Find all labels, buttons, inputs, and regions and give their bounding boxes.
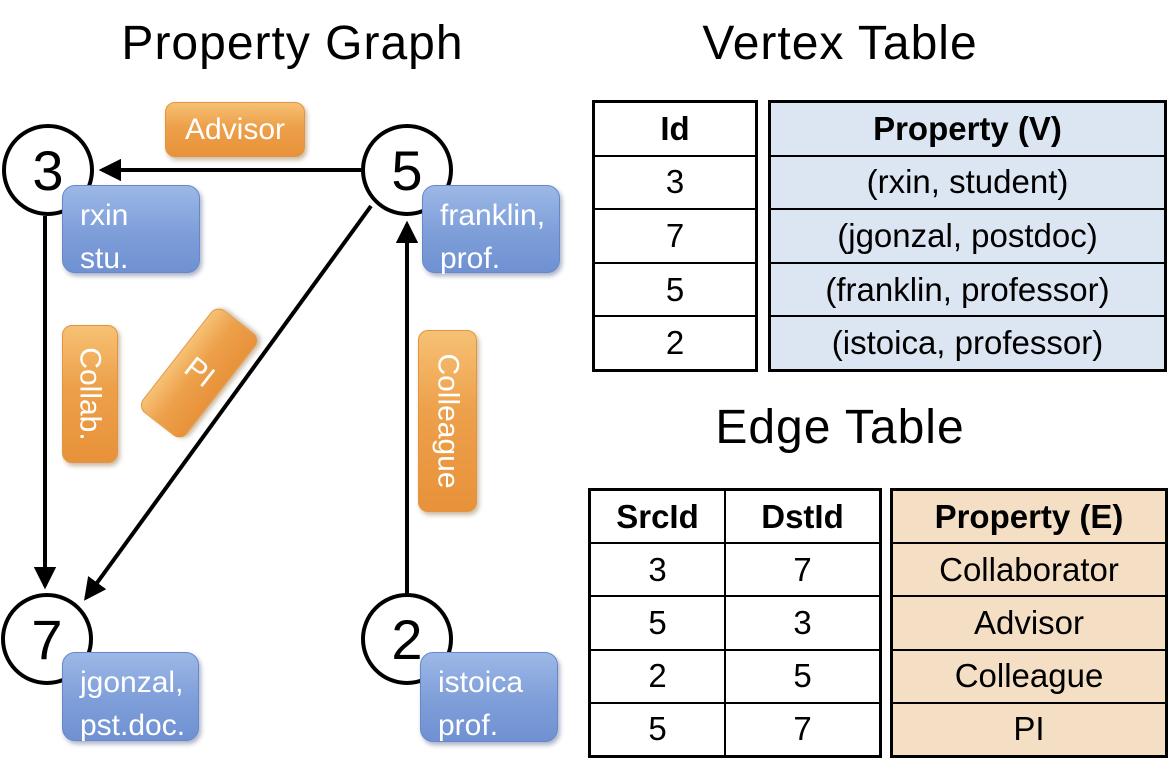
edge-label-text: Advisor — [184, 112, 286, 146]
vertex-table-property-cell: (franklin, professor) — [771, 261, 1164, 316]
edge-table-title: Edge Table — [715, 401, 965, 454]
edge-table-header-row: SrcId DstId — [591, 491, 879, 543]
edge-table-property-cell: Advisor — [893, 595, 1165, 648]
property-line-2: stu. — [80, 241, 129, 275]
property-line-1: istoica — [438, 666, 524, 699]
edge-table-dst-cell: 3 — [724, 597, 879, 649]
edge-table-property-cell: PI — [893, 701, 1165, 755]
edge-table-src-cell: 3 — [648, 550, 667, 588]
node-id-label: 7 — [31, 607, 63, 671]
edge-table-id-columns: SrcId DstId 3 7 5 3 2 5 5 7 — [588, 488, 882, 758]
vertex-table-property-cell: (istoica, professor) — [771, 315, 1164, 369]
vertex-table-title: Vertex Table — [702, 17, 978, 70]
edge-table-row: 2 5 — [591, 648, 879, 702]
vertex-property-box-franklin: franklin, prof. — [422, 185, 560, 275]
graph-node-2: 2 — [361, 593, 453, 685]
node-id-label: 5 — [391, 138, 423, 202]
vertex-table-id-cell: 5 — [595, 261, 755, 316]
node-id-label: 3 — [32, 138, 64, 202]
property-line-2: prof. — [440, 241, 501, 275]
vertex-table-id-column: Id 3 7 5 2 — [592, 100, 758, 372]
vertex-property-box-istoica: istoica prof. — [420, 652, 558, 742]
property-line-2: prof. — [438, 708, 499, 742]
edge-table-property-cell: Colleague — [893, 648, 1165, 702]
vertex-table-id-cell: 7 — [595, 208, 755, 262]
edge-table-row: 3 7 — [591, 542, 879, 596]
edge-table-dst-cell: 7 — [724, 703, 879, 756]
edge-table-src-cell: 5 — [648, 604, 667, 641]
vertex-table-id-cell: 3 — [595, 154, 755, 209]
edge-table-row: 5 3 — [591, 595, 879, 649]
property-line-1: franklin, — [440, 199, 546, 232]
edge-table-dst-cell: 7 — [724, 544, 879, 596]
edge-table-property-column: Property (E) Collaborator Advisor Collea… — [890, 488, 1168, 758]
edge-label-advisor: Advisor — [165, 102, 305, 157]
edge-table-src-cell: 2 — [648, 657, 667, 695]
property-line-1: rxin — [80, 199, 129, 232]
edge-arrow-pi-5-to-7 — [84, 204, 373, 601]
vertex-table-property-column: Property (V) (rxin, student) (jgonzal, p… — [768, 100, 1167, 372]
graph-node-5: 5 — [361, 124, 453, 216]
edge-label-text: PI — [177, 350, 221, 395]
edge-label-text: Collab. — [74, 347, 108, 441]
property-graph-title: Property Graph — [121, 17, 464, 70]
edge-label-text: Colleague — [431, 353, 465, 489]
edge-table-row: 5 7 — [591, 701, 879, 756]
vertex-property-box-rxin: rxin stu. — [62, 185, 200, 275]
vertex-table-header-property: Property (V) — [873, 109, 1062, 147]
edge-table-property-cell: Collaborator — [893, 542, 1165, 595]
vertex-table-property-cell: (jgonzal, postdoc) — [771, 208, 1164, 262]
property-line-1: jgonzal, — [80, 666, 184, 699]
vertex-property-box-jgonzal: jgonzal, pst.doc. — [62, 652, 199, 742]
property-line-2: pst.doc. — [80, 708, 186, 742]
vertex-table-property-cell: (rxin, student) — [771, 154, 1164, 209]
vertex-table-id-cell: 2 — [595, 315, 755, 369]
edge-table-header-dstid: DstId — [724, 491, 879, 543]
graph-edges-layer — [33, 158, 419, 601]
edge-table-src-cell: 5 — [648, 710, 667, 748]
node-id-label: 2 — [391, 607, 423, 671]
edge-table-header-property: Property (E) — [934, 497, 1124, 535]
edge-label-colleague: Colleague — [418, 330, 477, 512]
edge-label-collab: Collab. — [62, 325, 118, 463]
edge-table-dst-cell: 5 — [724, 650, 879, 702]
edge-table-header-srcid: SrcId — [616, 497, 699, 535]
vertex-table-header-id: Id — [660, 109, 690, 147]
